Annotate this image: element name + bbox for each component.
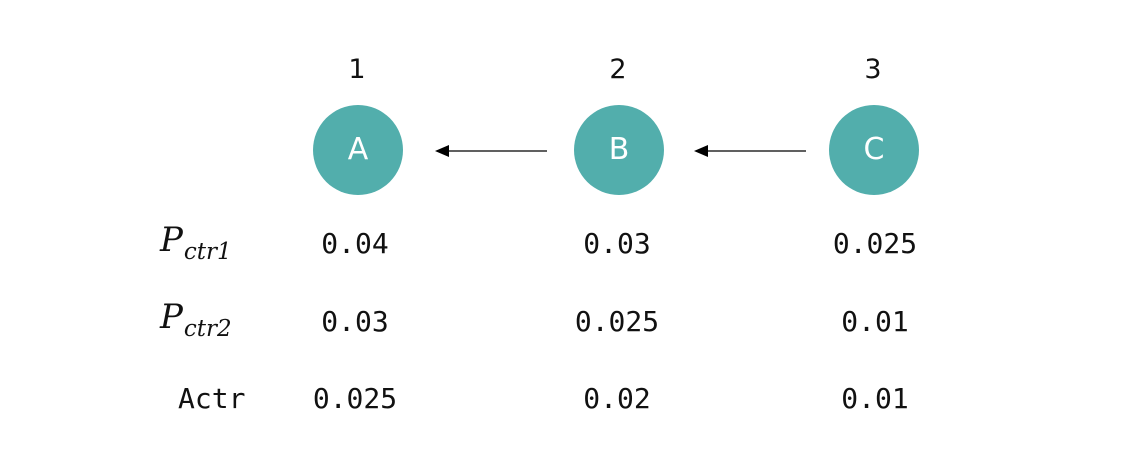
- position-label-2: 2: [609, 54, 627, 85]
- arrow-left-icon: [435, 145, 547, 157]
- row-label-sub: ctr1: [183, 239, 232, 265]
- value-cell: 0.025: [832, 227, 918, 260]
- row-label-main: P: [160, 297, 183, 337]
- value-cell: 0.01: [841, 382, 909, 415]
- value-cell: 0.03: [583, 227, 651, 260]
- value-cell: 0.025: [312, 382, 398, 415]
- row-label-pctr1: Pctr1: [160, 220, 270, 265]
- value-cell: 0.025: [574, 305, 660, 338]
- node-c: C: [829, 105, 919, 195]
- value-cell: 0.03: [321, 305, 389, 338]
- row-label-pctr2: Pctr2: [160, 297, 270, 342]
- position-label-3: 3: [864, 54, 882, 85]
- arrow-left-icon: [694, 145, 806, 157]
- row-label-main: P: [160, 220, 183, 260]
- row-label-sub: ctr2: [183, 316, 232, 342]
- row-label-actr: Actr: [178, 379, 288, 419]
- row-label-main: Actr: [178, 382, 246, 415]
- value-cell: 0.02: [583, 382, 651, 415]
- node-b: B: [574, 105, 664, 195]
- node-a: A: [313, 105, 403, 195]
- position-label-1: 1: [348, 54, 366, 85]
- value-cell: 0.01: [841, 305, 909, 338]
- value-cell: 0.04: [321, 227, 389, 260]
